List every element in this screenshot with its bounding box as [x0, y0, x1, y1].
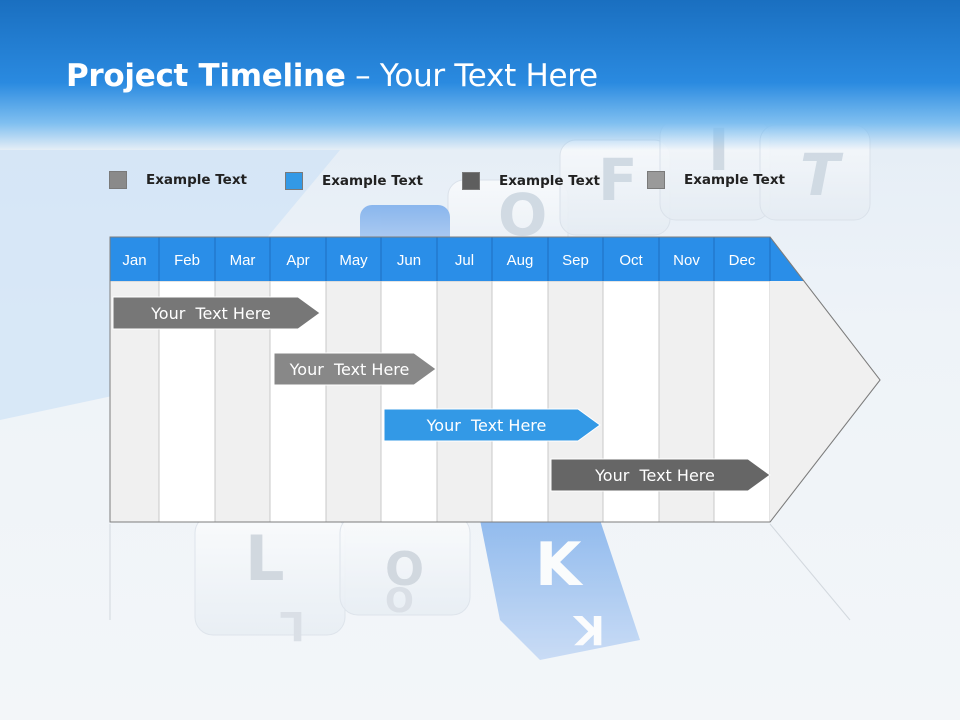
- month-label: Apr: [286, 252, 309, 269]
- bg-letter: K: [535, 530, 584, 600]
- month-label: Mar: [230, 252, 256, 269]
- task-arrow-shape: [112, 296, 321, 330]
- month-label: Oct: [619, 252, 643, 269]
- month-label: Jan: [122, 252, 146, 269]
- bg-letter: L: [245, 522, 285, 595]
- month-label: Dec: [729, 252, 756, 269]
- month-label: Feb: [174, 252, 200, 269]
- legend-label: Example Text: [322, 173, 423, 189]
- month-label: Sep: [562, 252, 589, 269]
- month-label: Jul: [455, 252, 474, 269]
- legend-swatch: [462, 172, 480, 190]
- legend-label: Example Text: [499, 173, 600, 189]
- bg-letter: F: [598, 146, 638, 214]
- task-bar[interactable]: Your Text Here: [273, 352, 437, 386]
- header-band: Project Timeline – Your Text Here: [0, 0, 960, 150]
- task-label: Your Text Here: [289, 360, 410, 379]
- legend-item: Example Text: [285, 172, 423, 190]
- task-bar[interactable]: Your Text Here: [112, 296, 321, 330]
- legend-item: Example Text: [109, 171, 247, 189]
- month-column: [325, 280, 382, 523]
- month-label: Aug: [507, 252, 534, 269]
- title-main: Project Timeline: [66, 58, 346, 94]
- task-bar[interactable]: Your Text Here: [383, 408, 601, 442]
- legend-swatch: [285, 172, 303, 190]
- month-label: Nov: [673, 252, 700, 269]
- page-title: Project Timeline – Your Text Here: [66, 58, 598, 94]
- timeline-arrow-outline: [109, 236, 881, 523]
- month-column: [491, 280, 549, 523]
- month-column: [436, 280, 493, 523]
- task-label: Your Text Here: [426, 416, 547, 435]
- month-label: May: [339, 252, 368, 269]
- task-arrow-shape: [550, 458, 771, 492]
- task-arrow-shape: [383, 408, 601, 442]
- legend-swatch: [647, 171, 665, 189]
- title-subtitle: – Your Text Here: [345, 58, 598, 94]
- task-label: Your Text Here: [150, 304, 271, 323]
- bg-letter: O: [385, 581, 414, 621]
- bg-letter: L: [280, 602, 306, 648]
- legend-label: Example Text: [146, 172, 247, 188]
- legend-swatch: [109, 171, 127, 189]
- bg-letter: K: [572, 606, 605, 652]
- task-arrow-shape: [273, 352, 437, 386]
- month-column: [380, 280, 438, 523]
- legend-item: Example Text: [647, 171, 785, 189]
- legend-item: Example Text: [462, 172, 600, 190]
- bg-letter: T: [800, 141, 844, 209]
- month-label: Jun: [397, 252, 421, 269]
- legend-label: Example Text: [684, 172, 785, 188]
- task-bar[interactable]: Your Text Here: [550, 458, 771, 492]
- timeline-reflection: [109, 523, 851, 621]
- bg-letter: O: [385, 542, 424, 596]
- arrow-tip-area: [770, 281, 880, 522]
- task-label: Your Text Here: [594, 466, 715, 485]
- month-header-bar: [110, 237, 804, 281]
